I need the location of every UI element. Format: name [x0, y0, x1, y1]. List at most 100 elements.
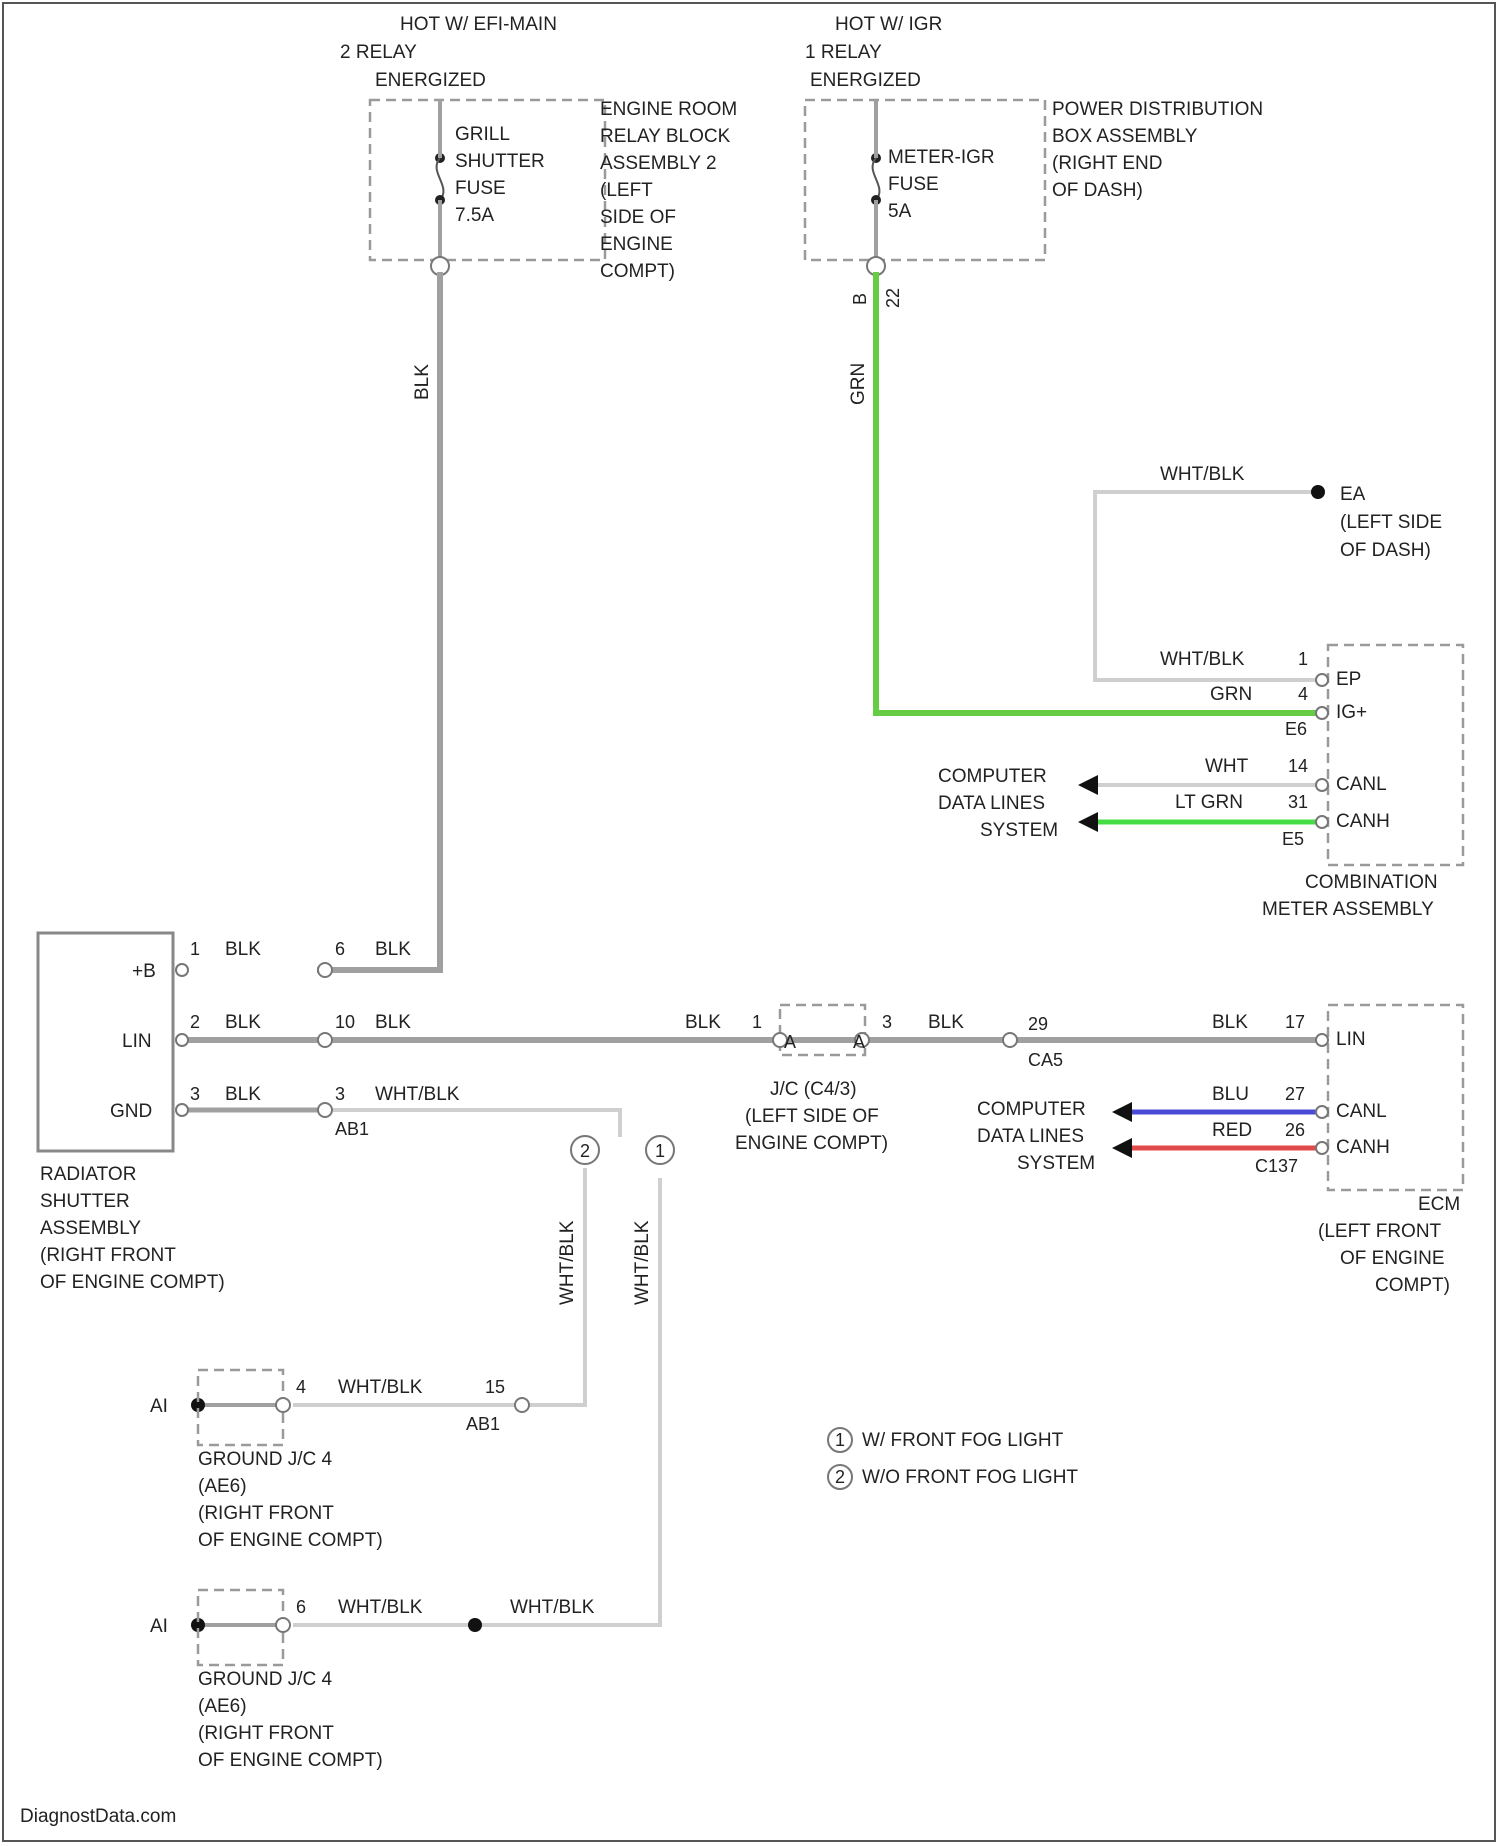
ground1-name-3: (RIGHT FRONT [198, 1503, 334, 1524]
shutter-pin-3-term [176, 1104, 188, 1116]
ecm-arrow-canh-icon [1112, 1138, 1132, 1158]
ground2-name-1: GROUND J/C 4 [198, 1669, 333, 1690]
shutter-name-1: RADIATOR [40, 1164, 136, 1185]
wire-whtblk-gnd [335, 1110, 620, 1135]
meter-row-name-4: CANH [1336, 811, 1390, 832]
ground1-conn: AB1 [466, 1414, 500, 1434]
ground1-term [276, 1398, 290, 1412]
jc-letter-right: A [853, 1032, 865, 1052]
ca5-name: CA5 [1028, 1050, 1063, 1070]
ab1-wire-2: BLK [375, 1012, 411, 1033]
ecm-data-lines-2: DATA LINES [977, 1126, 1084, 1147]
ea-wire-label: WHT/BLK [1160, 464, 1245, 485]
ground2-wire-a: WHT/BLK [338, 1597, 423, 1618]
right-relay-location-4: OF DASH) [1052, 180, 1143, 201]
left-fuse-label-1: GRILL [455, 124, 510, 145]
shutter-wire-2: BLK [225, 1012, 261, 1033]
ground-ea-name: EA [1340, 484, 1366, 505]
ground1-term2 [515, 1398, 529, 1412]
ground2-name-4: OF ENGINE COMPT) [198, 1750, 383, 1771]
shutter-wire-1: BLK [225, 939, 261, 960]
meter-data-lines-2: DATA LINES [938, 793, 1045, 814]
ecm-row-wire-2: BLU [1212, 1084, 1249, 1105]
ab1-term-3 [318, 1103, 332, 1117]
right-relay-location-2: BOX ASSEMBLY [1052, 126, 1198, 147]
ecm-data-lines-3: SYSTEM [1017, 1153, 1095, 1174]
ab1-pin-6: 6 [335, 939, 345, 959]
shutter-name-4: (RIGHT FRONT [40, 1245, 176, 1266]
vertical-wire-label-2: WHT/BLK [632, 1220, 653, 1305]
meter-term-3 [1316, 779, 1328, 791]
ground1-pin2: 15 [485, 1377, 505, 1397]
ground1-pin: 4 [296, 1377, 306, 1397]
ab1-term-1 [318, 963, 332, 977]
right-fuse-label-2: FUSE [888, 174, 939, 195]
meter-arrow-canh-icon [1078, 812, 1098, 832]
meter-conn-e5: E5 [1282, 829, 1304, 849]
ecm-name-4: COMPT) [1375, 1275, 1450, 1296]
ground2-splice-icon [468, 1618, 482, 1632]
jc-name-1: J/C (C4/3) [770, 1079, 857, 1100]
shutter-name-3: ASSEMBLY [40, 1218, 141, 1239]
jc-name-2: (LEFT SIDE OF [745, 1106, 879, 1127]
meter-arrow-canl-icon [1078, 775, 1098, 795]
right-relay-pin-22: 22 [883, 288, 903, 308]
ground1-wire: WHT/BLK [338, 1377, 423, 1398]
ground-ea-icon [1311, 485, 1325, 499]
ground-jc-2: AI 6 WHT/BLK WHT/BLK GROUND J/C 4 (AE6) … [150, 1590, 595, 1771]
vertical-wire-label-1: WHT/BLK [557, 1220, 578, 1305]
right-fuse-label-1: METER-IGR [888, 147, 995, 168]
meter-row-wire-2: GRN [1210, 684, 1252, 705]
ground2-pin: 6 [296, 1597, 306, 1617]
ecm-row-pin-1: 17 [1285, 1012, 1305, 1032]
meter-row-name-3: CANL [1336, 774, 1387, 795]
jc-wire-right: BLK [928, 1012, 964, 1033]
right-fuse-symbol [873, 158, 880, 200]
left-relay-location-6: ENGINE [600, 234, 673, 255]
meter-row-name-1: EP [1336, 669, 1361, 690]
ground2-term [276, 1618, 290, 1632]
ground-ea-location-2: OF DASH) [1340, 540, 1431, 561]
right-relay-location-1: POWER DISTRIBUTION [1052, 99, 1263, 120]
shutter-pin-1: 1 [190, 939, 200, 959]
ecm-row-wire-1: BLK [1212, 1012, 1248, 1033]
ecm-name-1: ECM [1418, 1194, 1460, 1215]
ecm-term-1 [1316, 1034, 1328, 1046]
ground2-gnd-label: AI [150, 1616, 168, 1637]
ecm-term-2 [1316, 1106, 1328, 1118]
meter-conn-e6: E6 [1285, 719, 1307, 739]
left-relay-location-3: ASSEMBLY 2 [600, 153, 717, 174]
combination-meter: WHT/BLK 1 EP GRN 4 IG+ E6 WHT 14 CANL LT… [938, 645, 1463, 920]
ecm-term-3 [1316, 1142, 1328, 1154]
shutter-pin-3: 3 [190, 1084, 200, 1104]
left-relay-wire-label: BLK [412, 364, 433, 400]
legend-text-1: W/ FRONT FOG LIGHT [862, 1430, 1064, 1451]
fog-option-symbols: 2 1 WHT/BLK WHT/BLK [557, 1136, 674, 1305]
meter-row-pin-4: 31 [1288, 792, 1308, 812]
ecm-arrow-canl-icon [1112, 1102, 1132, 1122]
fog-option-circle-1-label: 1 [655, 1141, 665, 1161]
ca5-term [1003, 1033, 1017, 1047]
meter-row-pin-3: 14 [1288, 756, 1308, 776]
ab1-wire-3: WHT/BLK [375, 1084, 460, 1105]
shutter-pin-2-term [176, 1034, 188, 1046]
ab1-pin-10: 10 [335, 1012, 355, 1032]
meter-row-wire-4: LT GRN [1175, 792, 1243, 813]
shutter-name-5: OF ENGINE COMPT) [40, 1272, 225, 1293]
fog-option-circle-2-label: 2 [580, 1141, 590, 1161]
ground2-name-3: (RIGHT FRONT [198, 1723, 334, 1744]
ecm-name-3: OF ENGINE [1340, 1248, 1445, 1269]
left-relay-header-1: HOT W/ EFI-MAIN [400, 14, 557, 35]
shutter-pin-2: 2 [190, 1012, 200, 1032]
left-relay-block: HOT W/ EFI-MAIN 2 RELAY ENERGIZED GRILL … [340, 14, 737, 400]
ecm-data-lines-1: COMPUTER [977, 1099, 1086, 1120]
radiator-shutter: +B LIN GND 1 2 3 BLK BLK BLK RADIATOR SH… [38, 933, 261, 1293]
ground2-name-2: (AE6) [198, 1696, 247, 1717]
right-relay-header-3: ENERGIZED [810, 70, 921, 91]
ab1-wire-1: BLK [375, 939, 411, 960]
right-relay-wire-label: GRN [848, 363, 869, 405]
shutter-term-gnd: GND [110, 1101, 152, 1122]
ground-ea: WHT/BLK EA (LEFT SIDE OF DASH) [1160, 464, 1442, 561]
ground2-box [198, 1590, 283, 1665]
